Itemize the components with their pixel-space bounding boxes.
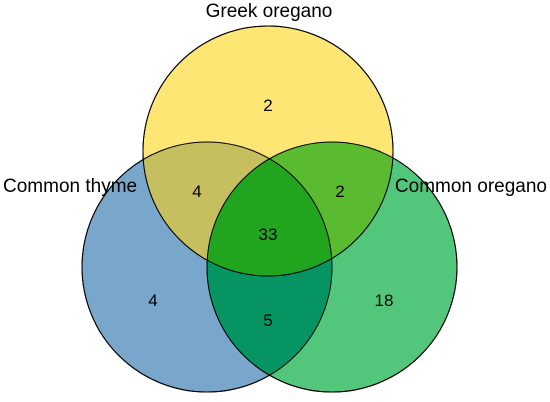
common-thyme-outline [81,141,333,393]
greek-oregano-label: Greek oregano [206,1,333,22]
common-oregano-label: Common oregano [395,176,547,197]
count-greek-only: 2 [263,96,272,115]
count-greek-thyme: 4 [192,182,201,201]
count-all-three: 33 [259,225,278,244]
common-oregano-outline [206,141,458,393]
greek-oregano-outline [142,25,394,277]
count-thyme-only: 4 [148,291,157,310]
common-thyme-label: Common thyme [3,176,137,197]
count-greek-common-oregano: 2 [335,182,344,201]
count-thyme-common-oregano: 5 [263,311,272,330]
all-three-overlap [207,142,332,276]
count-common-oregano-only: 18 [375,291,394,310]
